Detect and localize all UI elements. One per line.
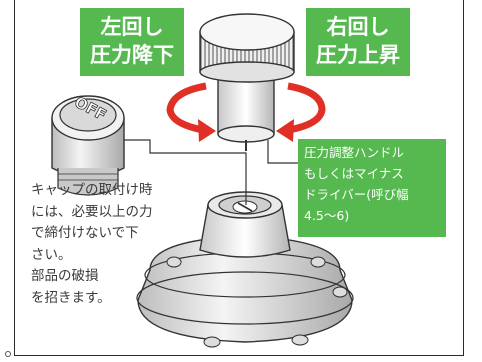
- handle-line-4: 4.5〜6): [304, 208, 350, 223]
- note-line-5: 部品の破損: [31, 268, 99, 284]
- right-turn-line-2: 圧力上昇: [316, 43, 400, 67]
- right-turn-line-1: 右回し: [326, 15, 390, 39]
- note-line-1: キャップの取付け時: [31, 182, 153, 198]
- pressure-handle-label: 圧力調整ハンドル もしくはマイナス ドライバー(呼び幅 4.5〜6): [298, 139, 446, 237]
- note-line-2: には、必要以上の力: [31, 203, 153, 220]
- left-turn-line-2: 圧力降下: [90, 43, 174, 67]
- handle-line-2: もしくはマイナス: [304, 166, 404, 181]
- adjustment-knob: [199, 13, 295, 151]
- note-line-4: さい。: [31, 246, 72, 263]
- off-cap: OFF: [51, 92, 125, 196]
- note-line-6: を招きます。: [31, 289, 111, 306]
- leader-lines: [124, 139, 298, 205]
- handle-line-3: ドライバー(呼び幅: [304, 187, 409, 202]
- left-turn-line-1: 左回し: [100, 15, 164, 39]
- regulator-body: [136, 191, 354, 348]
- cap-caution-note: キャップの取付け時 には、必要以上の力 で締付けないで下 さい。 部品の破損 を…: [31, 180, 161, 309]
- page-dot: [5, 351, 11, 357]
- handle-line-1: 圧力調整ハンドル: [304, 145, 405, 160]
- left-turn-label: 左回し 圧力降下: [80, 8, 184, 76]
- note-line-3: で締付けないで下: [31, 225, 139, 241]
- rotation-arrows: [166, 82, 326, 142]
- right-turn-label: 右回し 圧力上昇: [306, 8, 410, 76]
